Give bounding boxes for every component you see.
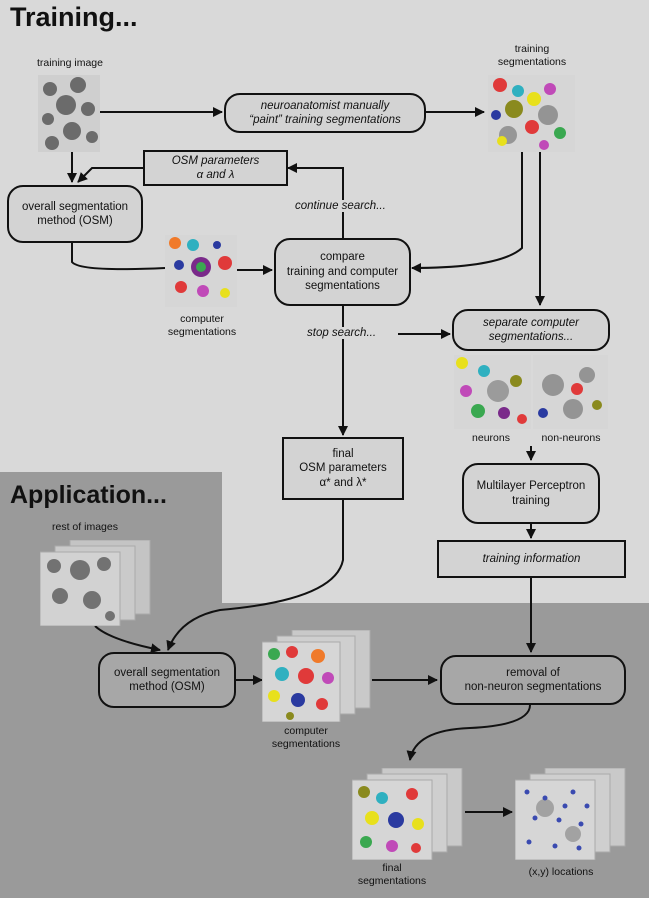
removal-node: removal of non-neuron segmentations [440, 655, 626, 705]
training-heading: Training... [10, 2, 138, 32]
training-segmentations-image [488, 75, 575, 152]
rest-of-images-label: rest of images [52, 521, 118, 533]
training-image-label: training image [37, 57, 103, 69]
final-segmentations-image [352, 768, 463, 860]
stop-search-label: stop search... [304, 327, 380, 339]
neurons-label: neurons [472, 432, 510, 444]
training-image [38, 75, 100, 152]
final-osm-parameters-node: final OSM parameters α* and λ* [282, 437, 404, 500]
osm-parameters-node: OSM parameters α and λ [143, 150, 288, 186]
computer-segmentations-image-bottom [262, 630, 371, 722]
training-segmentations-label: training segmentations [497, 43, 567, 68]
manual-paint-node: neuroanatomist manually “paint” training… [224, 93, 426, 133]
xy-locations-label: (x,y) locations [528, 866, 594, 878]
non-neurons-image [533, 355, 608, 429]
application-heading: Application... [10, 481, 167, 509]
separate-node: separate computer segmentations... [452, 309, 610, 351]
osm-node-bottom: overall segmentation method (OSM) [98, 652, 236, 708]
computer-segmentations-label-bottom: computer segmentations [271, 725, 341, 750]
osm-node-top: overall segmentation method (OSM) [7, 185, 143, 243]
non-neurons-label: non-neurons [541, 432, 601, 444]
computer-segmentations-image-top [165, 235, 237, 307]
compare-node: compare training and computer segmentati… [274, 238, 411, 306]
training-information-node: training information [437, 540, 626, 578]
final-segmentations-label: final segmentations [357, 862, 427, 887]
neurons-image [454, 355, 531, 429]
xy-locations-image [515, 768, 626, 860]
mlp-training-node: Multilayer Perceptron training [462, 463, 600, 524]
computer-segmentations-label-top: computer segmentations [167, 313, 237, 338]
continue-search-label: continue search... [292, 200, 389, 212]
rest-of-images-stack [40, 540, 151, 626]
